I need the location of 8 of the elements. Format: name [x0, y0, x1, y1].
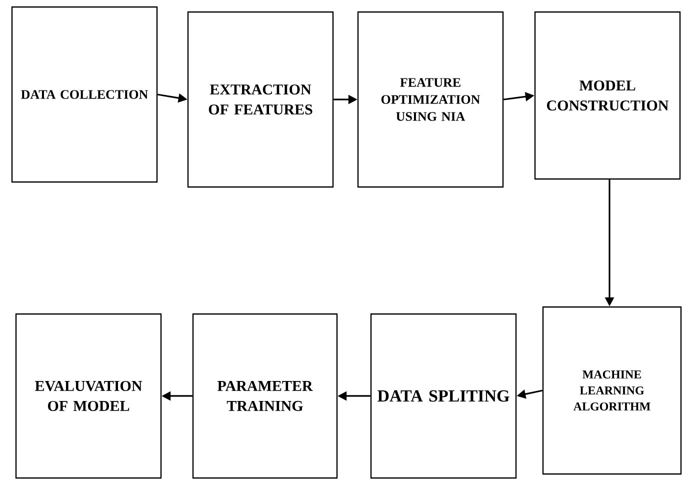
process-box: FEATURE OPTIMIZATION USING NIA [357, 11, 504, 188]
process-box: PARAMETER TRAINING [192, 313, 338, 479]
process-box: EXTRACTION OF FEATURES [187, 11, 334, 188]
process-box: DATA COLLECTION [11, 6, 158, 183]
process-box: MODEL CONSTRUCTION [534, 11, 681, 180]
process-box: EVALUVATION OF MODEL [15, 313, 162, 479]
process-box: MACHINE LEARNING ALGORITHM [542, 306, 682, 475]
process-box: DATA SPLITING [370, 313, 517, 479]
